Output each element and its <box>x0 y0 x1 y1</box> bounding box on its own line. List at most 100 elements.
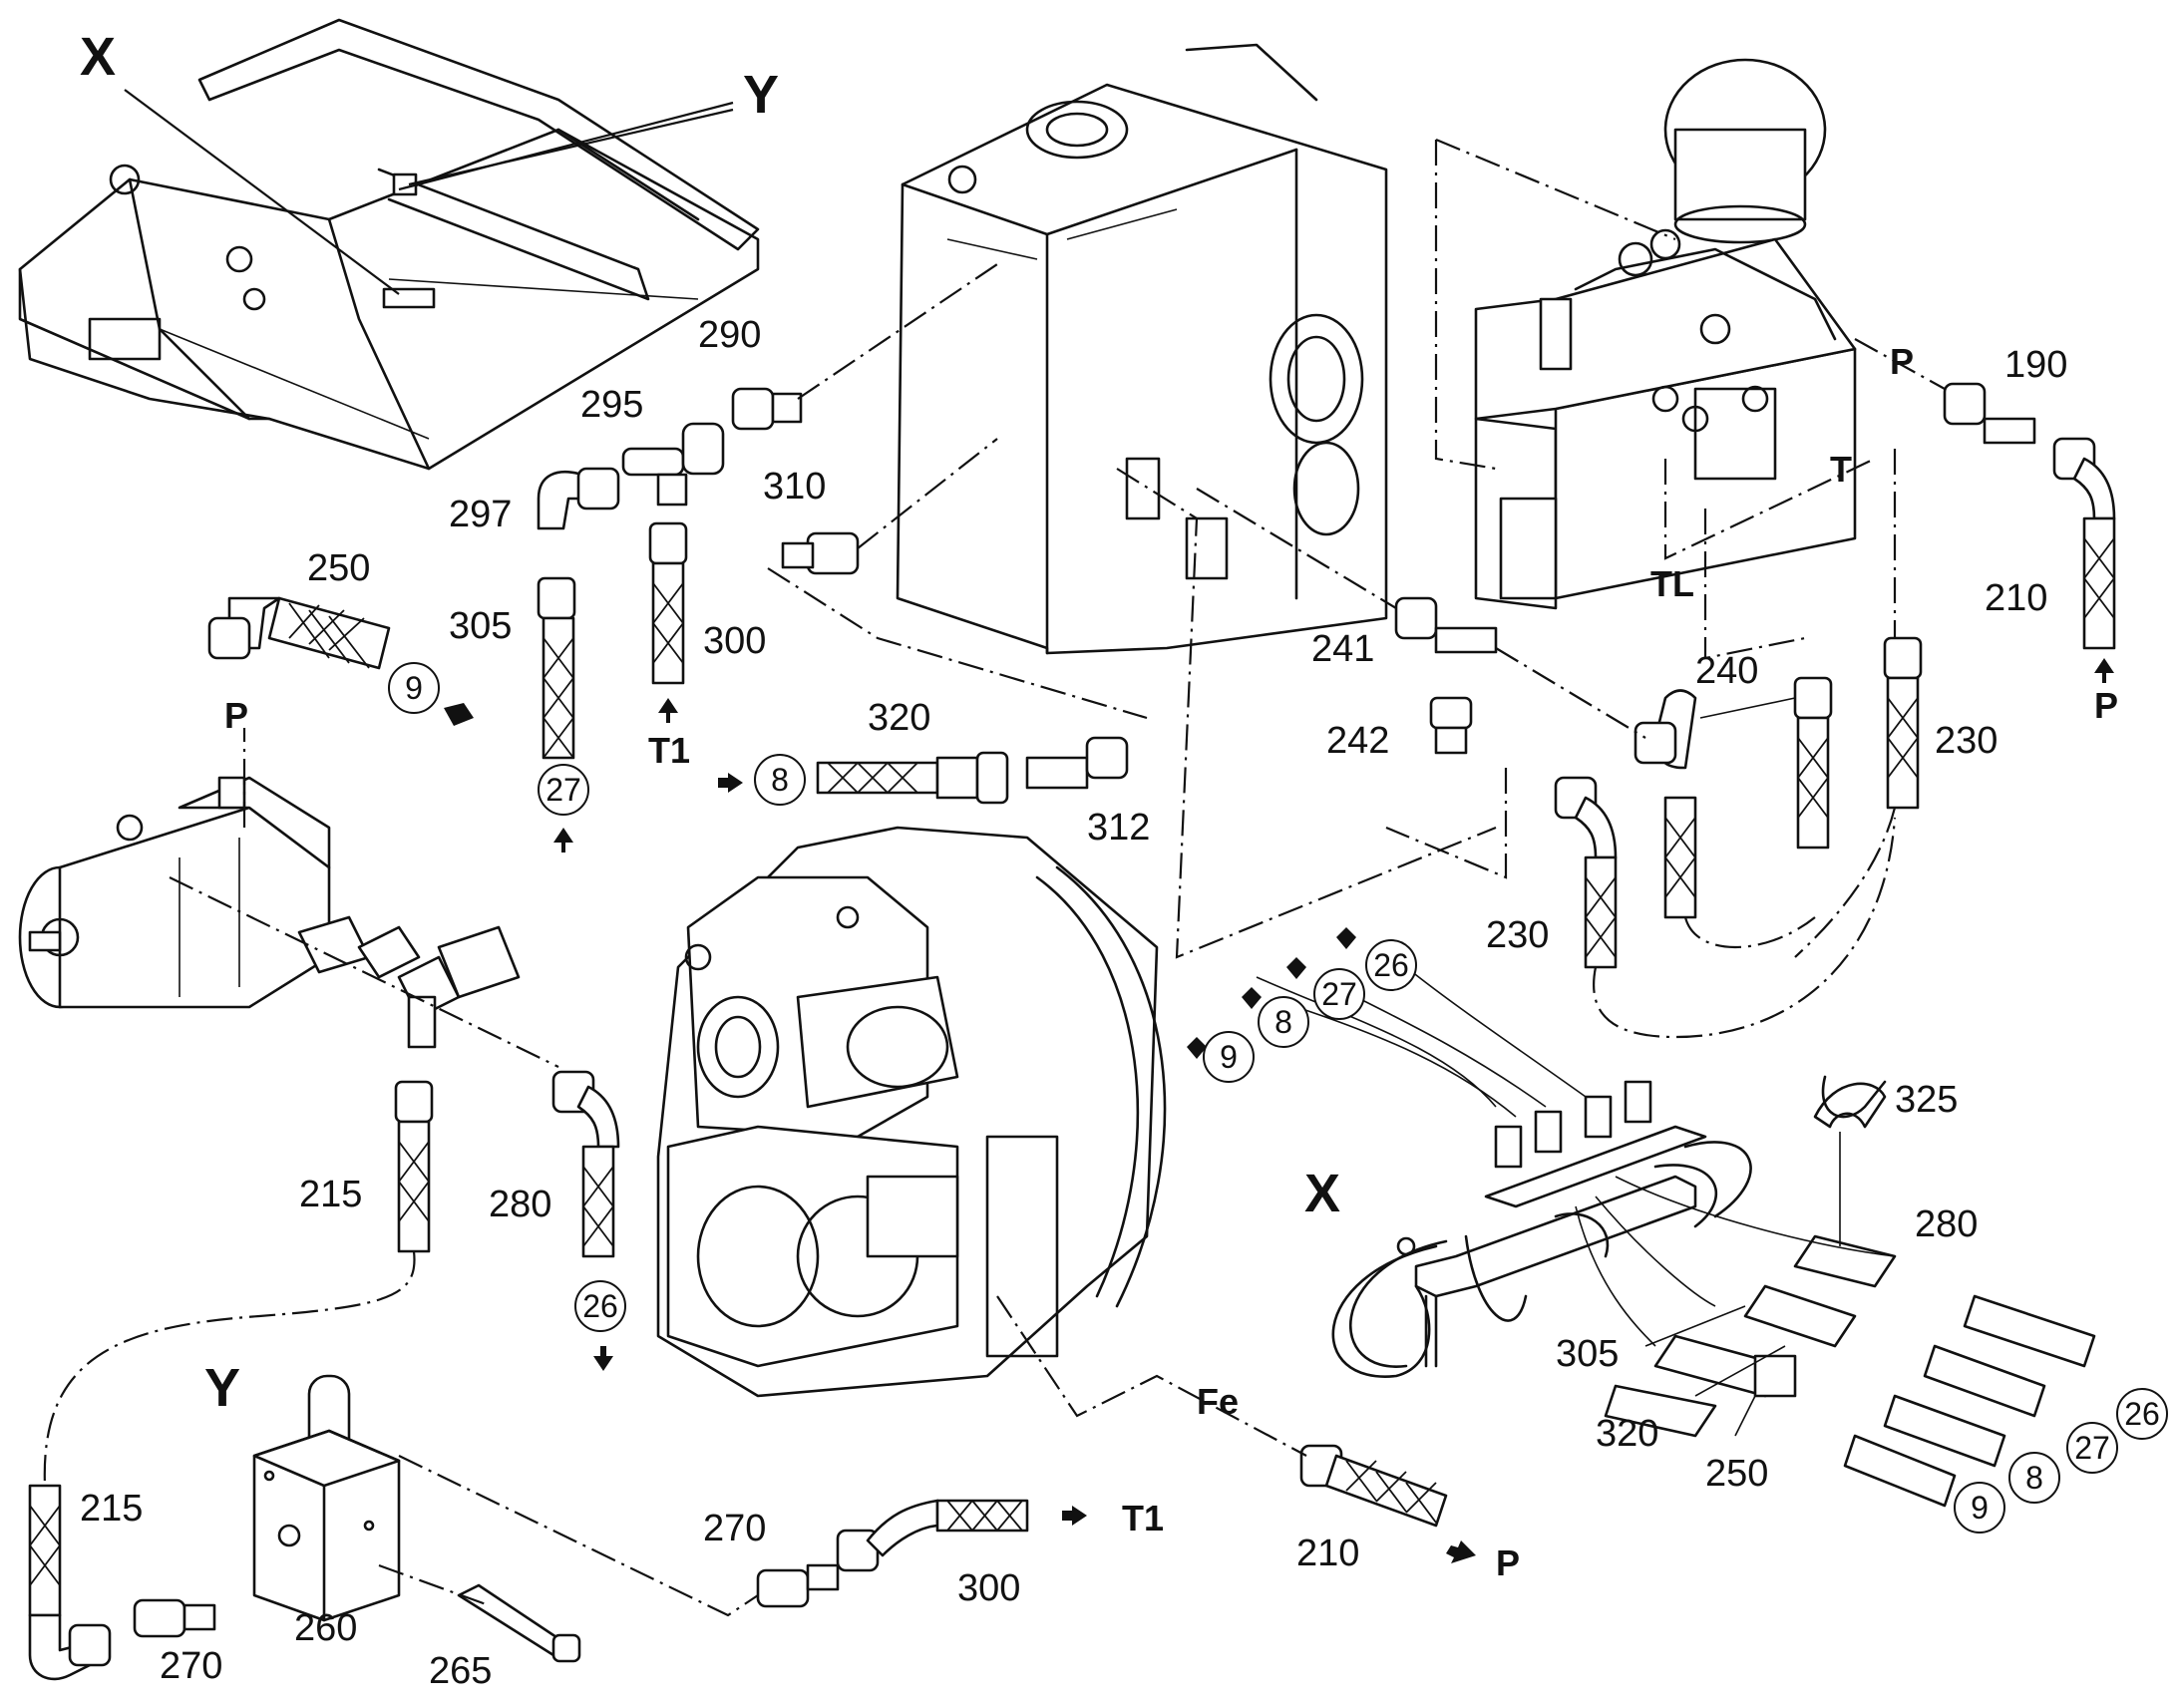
label-215-bot: 215 <box>80 1488 143 1530</box>
label-300-bot: 300 <box>957 1567 1020 1609</box>
hose-210-top <box>2052 437 2116 650</box>
label-310: 310 <box>763 466 826 508</box>
hose-300-top <box>648 521 688 685</box>
label-305-top: 305 <box>449 605 512 647</box>
circle-ref-8-detail: 8 <box>2008 1452 2060 1504</box>
port-p-right: P <box>2094 685 2118 726</box>
svg-text:27: 27 <box>545 772 581 808</box>
port-t-valve: T <box>1830 449 1852 490</box>
fitting-241 <box>1394 596 1498 654</box>
label-230-right: 230 <box>1935 720 1998 762</box>
circle-ref-27-detail: 27 <box>2066 1422 2118 1474</box>
circle-ref-9-top: 9 <box>388 662 440 714</box>
clip-325 <box>1821 1075 1887 1119</box>
fitting-297 <box>537 467 620 530</box>
valve-block-y-drawing <box>252 1374 401 1622</box>
circle-ref-8-top: 8 <box>754 754 806 806</box>
fitting-242 <box>1429 696 1473 755</box>
label-312: 312 <box>1087 807 1150 849</box>
circle-ref-8-frame: 8 <box>1258 996 1309 1048</box>
label-250-detail: 250 <box>1705 1453 1768 1495</box>
flow-arrows <box>444 658 2114 1563</box>
hose-215-mid <box>394 1080 434 1253</box>
svg-text:27: 27 <box>2074 1430 2110 1466</box>
svg-text:9: 9 <box>1971 1490 1989 1526</box>
transmission-assembly-drawing <box>656 826 1167 1398</box>
control-valve-block-drawing <box>1474 58 1857 610</box>
label-270-left: 270 <box>160 1645 222 1687</box>
hose-300-bot <box>836 1499 1029 1572</box>
label-230-left: 230 <box>1486 914 1549 956</box>
label-297: 297 <box>449 494 512 535</box>
svg-text:9: 9 <box>1220 1039 1238 1075</box>
svg-text:26: 26 <box>2124 1396 2160 1432</box>
svg-text:8: 8 <box>771 762 789 798</box>
label-240: 240 <box>1695 650 1758 692</box>
manifold-bracket-detail-drawing <box>1331 1080 1752 1378</box>
view-y-label: Y <box>743 65 779 125</box>
svg-text:8: 8 <box>2025 1460 2043 1496</box>
label-190: 190 <box>2004 344 2067 386</box>
label-250-top: 250 <box>307 547 370 589</box>
hose-230-right <box>1883 636 1923 810</box>
port-p-bottom: P <box>1496 1542 1520 1583</box>
label-305-detail: 305 <box>1556 1333 1619 1375</box>
bolt-265 <box>457 1583 581 1663</box>
detail-x-label: X <box>1304 1164 1340 1223</box>
hose-305-top <box>537 576 576 760</box>
fitting-190 <box>1943 382 2036 445</box>
label-265: 265 <box>429 1650 492 1692</box>
fitting-270-mid <box>756 1563 840 1608</box>
port-t1-bottom: T1 <box>1122 1498 1164 1538</box>
label-241: 241 <box>1311 628 1374 670</box>
label-260: 260 <box>294 1607 357 1649</box>
circle-ref-27-frame: 27 <box>1313 968 1365 1020</box>
label-295: 295 <box>580 384 643 426</box>
transmission-housing-drawing <box>896 43 1388 655</box>
fitting-290 <box>731 387 803 431</box>
label-320-top: 320 <box>868 697 930 739</box>
hose-250-top <box>207 596 391 670</box>
chassis-frame-drawing <box>18 18 760 471</box>
svg-text:26: 26 <box>582 1288 618 1324</box>
port-p-pump: P <box>224 695 248 736</box>
fitting-270-left <box>133 1598 216 1638</box>
circle-ref-26-detail: 26 <box>2116 1388 2168 1440</box>
svg-text:26: 26 <box>1373 947 1409 983</box>
hose-240 <box>1634 676 1833 919</box>
view-x-label: X <box>80 27 116 87</box>
label-210-bot: 210 <box>1296 1533 1359 1574</box>
svg-text:27: 27 <box>1321 976 1357 1012</box>
detail-guide-lines <box>1256 697 1896 1437</box>
svg-text:8: 8 <box>1274 1004 1292 1040</box>
detail-y-label: Y <box>204 1358 240 1418</box>
fitting-295 <box>621 422 725 507</box>
label-280-mid: 280 <box>489 1184 551 1225</box>
circle-ref-9-frame: 9 <box>1203 1031 1255 1083</box>
hose-215-bot <box>28 1484 112 1681</box>
detail-hoses-drawing <box>1604 1082 2096 1508</box>
fitting-312 <box>1025 736 1129 790</box>
label-210-top: 210 <box>1985 577 2047 619</box>
port-fe: Fe <box>1197 1381 1239 1422</box>
hose-210-bot <box>1299 1444 1448 1528</box>
hose-280-mid <box>551 1070 620 1258</box>
label-242: 242 <box>1326 720 1389 762</box>
hose-230-left <box>1554 776 1618 969</box>
label-290: 290 <box>698 314 761 356</box>
label-215-mid: 215 <box>299 1174 362 1215</box>
circle-ref-27-top: 27 <box>538 764 589 816</box>
label-270-mid: 270 <box>703 1508 766 1549</box>
label-320-detail: 320 <box>1596 1413 1658 1455</box>
port-tl-valve: TL <box>1650 563 1694 604</box>
port-t1-top: T1 <box>648 730 690 771</box>
pump-fittings-drawing <box>297 915 521 1049</box>
circle-ref-26-mid: 26 <box>574 1280 626 1332</box>
label-325: 325 <box>1895 1079 1958 1121</box>
hose-320-top <box>816 751 1009 805</box>
fitting-310 <box>781 531 860 575</box>
leader-lines <box>43 138 1946 1617</box>
circle-ref-26-frame: 26 <box>1365 939 1417 991</box>
svg-text:9: 9 <box>405 670 423 706</box>
